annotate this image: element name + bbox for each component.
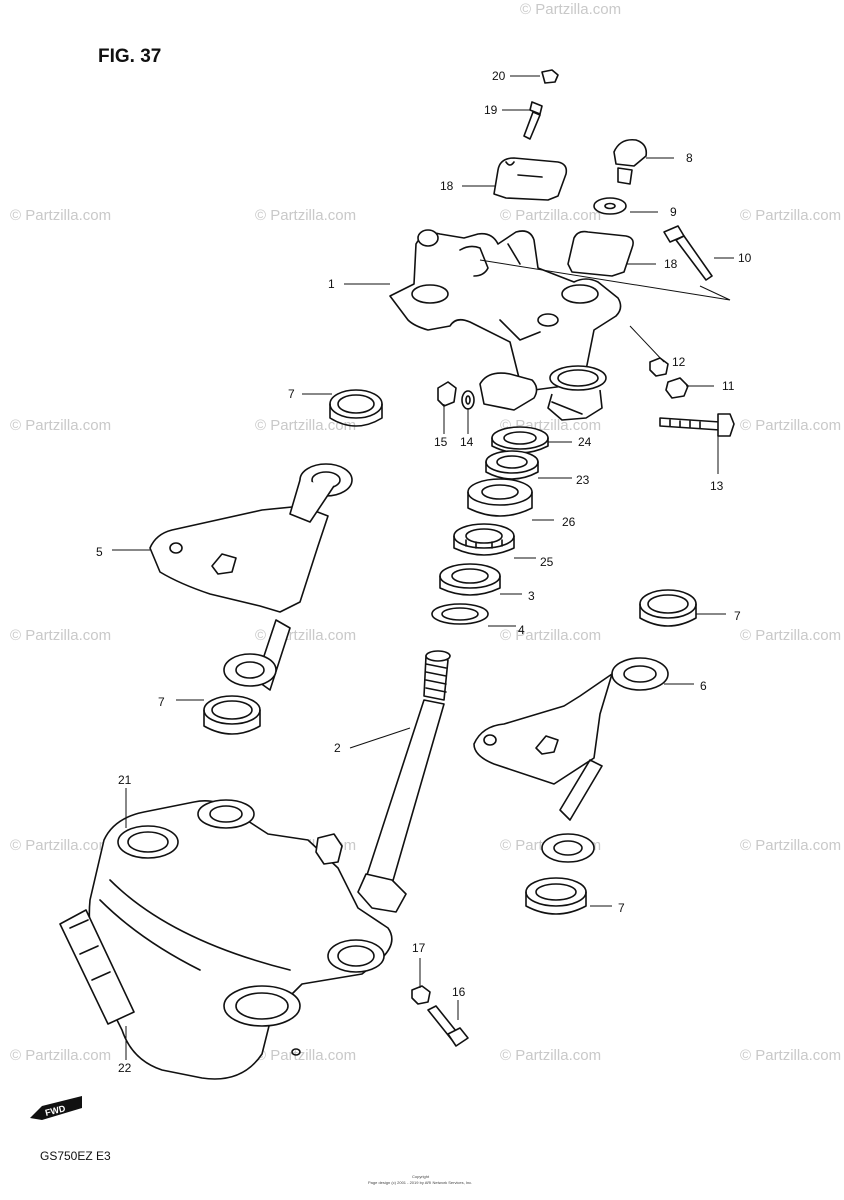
watermark: © Partzilla.com — [255, 207, 356, 224]
part-3-race[interactable] — [439, 563, 501, 596]
watermark: © Partzilla.com — [520, 1, 621, 18]
callout-15: 15 — [434, 435, 448, 449]
part-4-seal[interactable] — [431, 603, 489, 625]
callout-1: 1 — [328, 277, 335, 291]
part-2-steering-stem[interactable] — [357, 650, 451, 913]
part-15-nut[interactable] — [437, 381, 457, 407]
callout-12: 12 — [672, 355, 686, 369]
callout-24: 24 — [578, 435, 592, 449]
watermark: © Partzilla.com — [740, 627, 841, 644]
watermark: © Partzilla.com — [10, 207, 111, 224]
callout-leaders — [112, 75, 734, 1060]
callout-13: 13 — [710, 479, 724, 493]
callout-17: 17 — [412, 941, 426, 955]
part-20-cap[interactable] — [541, 69, 559, 84]
part-7-grommet-lower-right[interactable] — [525, 877, 587, 915]
callout-3: 3 — [528, 589, 535, 603]
watermark: © Partzilla.com — [255, 1047, 356, 1064]
part-22-label-plate[interactable] — [59, 909, 135, 1025]
part-18-upper-holder[interactable] — [493, 157, 568, 201]
part-9-washer[interactable] — [593, 197, 627, 215]
callout-7: 7 — [158, 695, 165, 709]
callout-25: 25 — [540, 555, 554, 569]
callout-26: 26 — [562, 515, 576, 529]
callout-10: 10 — [738, 251, 752, 265]
watermark: © Partzilla.com — [740, 837, 841, 854]
callout-8: 8 — [686, 151, 693, 165]
callout-20: 20 — [492, 69, 506, 83]
steering-clamp[interactable] — [479, 365, 607, 421]
callout-19: 19 — [484, 103, 498, 117]
callout-11: 11 — [722, 379, 735, 393]
part-19-bolt[interactable] — [523, 101, 543, 140]
part-7-grommet-upper-right[interactable] — [639, 589, 697, 627]
watermark: © Partzilla.com — [255, 417, 356, 434]
callout-9: 9 — [670, 205, 677, 219]
part-7-grommet-lower-left[interactable] — [203, 695, 261, 735]
part-25-bearing[interactable] — [453, 523, 515, 556]
part-1-upper-bracket[interactable] — [389, 229, 731, 391]
part-17-nut[interactable] — [411, 985, 431, 1005]
watermark: © Partzilla.com — [500, 1047, 601, 1064]
callout-2: 2 — [334, 741, 341, 755]
part-7-grommet-upper-left[interactable] — [329, 389, 383, 427]
callout-23: 23 — [576, 473, 590, 487]
part-6-right-bracket[interactable] — [473, 657, 669, 863]
callout-4: 4 — [518, 623, 525, 637]
figure-title: FIG. 37 — [98, 46, 161, 67]
callout-21: 21 — [118, 773, 132, 787]
callout-18: 18 — [664, 257, 678, 271]
callout-7: 7 — [288, 387, 295, 401]
part-11-nut[interactable] — [665, 377, 689, 399]
part-26-seal[interactable] — [467, 478, 533, 517]
part-18-lower-holder[interactable] — [567, 230, 634, 277]
part-10-bolt[interactable] — [663, 225, 713, 281]
callout-16: 16 — [452, 985, 466, 999]
watermark: © Partzilla.com — [740, 417, 841, 434]
part-13-bolt[interactable] — [659, 413, 735, 437]
part-5-left-bracket[interactable] — [149, 463, 353, 691]
watermark: © Partzilla.com — [10, 627, 111, 644]
callout-labels: 20 19 18 8 9 10 18 1 12 11 7 15 14 13 24… — [96, 69, 752, 1075]
watermark: © Partzilla.com — [740, 1047, 841, 1064]
watermark: © Partzilla.com — [10, 417, 111, 434]
part-8-cap-bolt[interactable] — [613, 138, 648, 185]
copyright-line-2: Page design (c) 2001 - 2019 by ARI Netwo… — [368, 1180, 472, 1185]
watermark: © Partzilla.com — [10, 837, 111, 854]
part-16-bolt[interactable] — [427, 1005, 469, 1047]
callout-5: 5 — [96, 545, 103, 559]
watermark: © Partzilla.com — [740, 207, 841, 224]
part-23-washer[interactable] — [485, 450, 539, 480]
callout-14: 14 — [460, 435, 474, 449]
watermark: © Partzilla.com — [500, 627, 601, 644]
front-marker-label: FWD — [44, 1103, 67, 1118]
model-code: GS750EZ E3 — [40, 1149, 111, 1163]
copyright-line-1: Copyright — [412, 1174, 430, 1179]
callout-7: 7 — [618, 901, 625, 915]
part-12-nut[interactable] — [649, 357, 669, 377]
part-21-lower-bracket[interactable] — [88, 799, 393, 1080]
callout-6: 6 — [700, 679, 707, 693]
part-24-nut[interactable] — [491, 426, 549, 454]
part-14-washer[interactable] — [461, 390, 475, 410]
callout-22: 22 — [118, 1061, 132, 1075]
callout-7: 7 — [734, 609, 741, 623]
watermark: © Partzilla.com — [500, 207, 601, 224]
front-direction-marker: FWD — [30, 1096, 82, 1120]
watermark: © Partzilla.com — [10, 1047, 111, 1064]
callout-18: 18 — [440, 179, 454, 193]
